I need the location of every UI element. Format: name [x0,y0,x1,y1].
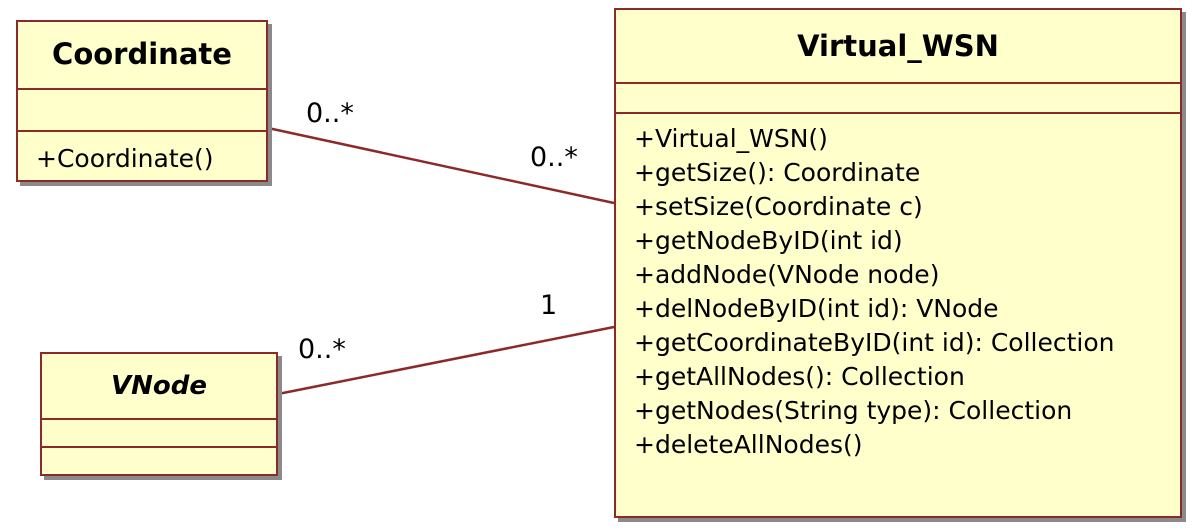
operations-compartment-virtual-wsn: +Virtual_WSN() +getSize(): Coordinate +s… [616,112,1180,462]
operations-compartment-coordinate: +Coordinate() [18,130,266,180]
operation-get-size: +getSize(): Coordinate [634,158,921,187]
multiplicity-vnode-end: 0..* [298,334,346,365]
class-virtual-wsn[interactable]: Virtual_WSN +Virtual_WSN() +getSize(): C… [614,8,1182,518]
operations-compartment-vnode [42,446,276,474]
operation-coordinate-constructor: +Coordinate() [36,144,214,173]
operation-set-size: +setSize(Coordinate c) [634,192,923,221]
class-name-coordinate: Coordinate [52,37,232,71]
class-vnode[interactable]: VNode [40,352,278,476]
class-coordinate[interactable]: Coordinate +Coordinate() [16,20,268,182]
operation-delete-all-nodes: +deleteAllNodes() [634,430,863,459]
operation-virtual-wsn-constructor: +Virtual_WSN() [634,124,828,153]
operation-del-node-by-id: +delNodeByID(int id): VNode [634,294,999,323]
multiplicity-coordinate-end: 0..* [306,98,354,129]
class-name-virtual-wsn: Virtual_WSN [797,29,999,63]
operation-get-nodes: +getNodes(String type): Collection [634,396,1073,425]
multiplicity-wsn-end-vnode: 1 [540,290,558,321]
operation-get-node-by-id: +getNodeByID(int id) [634,226,903,255]
operation-get-all-nodes: +getAllNodes(): Collection [634,362,965,391]
class-name-vnode: VNode [111,371,207,401]
operation-get-coordinate-by-id: +getCoordinateByID(int id): Collection [634,328,1115,357]
attributes-compartment-coordinate [18,88,266,130]
attributes-compartment-vnode [42,418,276,446]
attributes-compartment-virtual-wsn [616,82,1180,112]
association-vnode-wsn [277,325,615,396]
operation-add-node: +addNode(VNode node) [634,260,940,289]
multiplicity-wsn-end-coordinate: 0..* [530,142,578,173]
association-coordinate-wsn [267,126,615,205]
